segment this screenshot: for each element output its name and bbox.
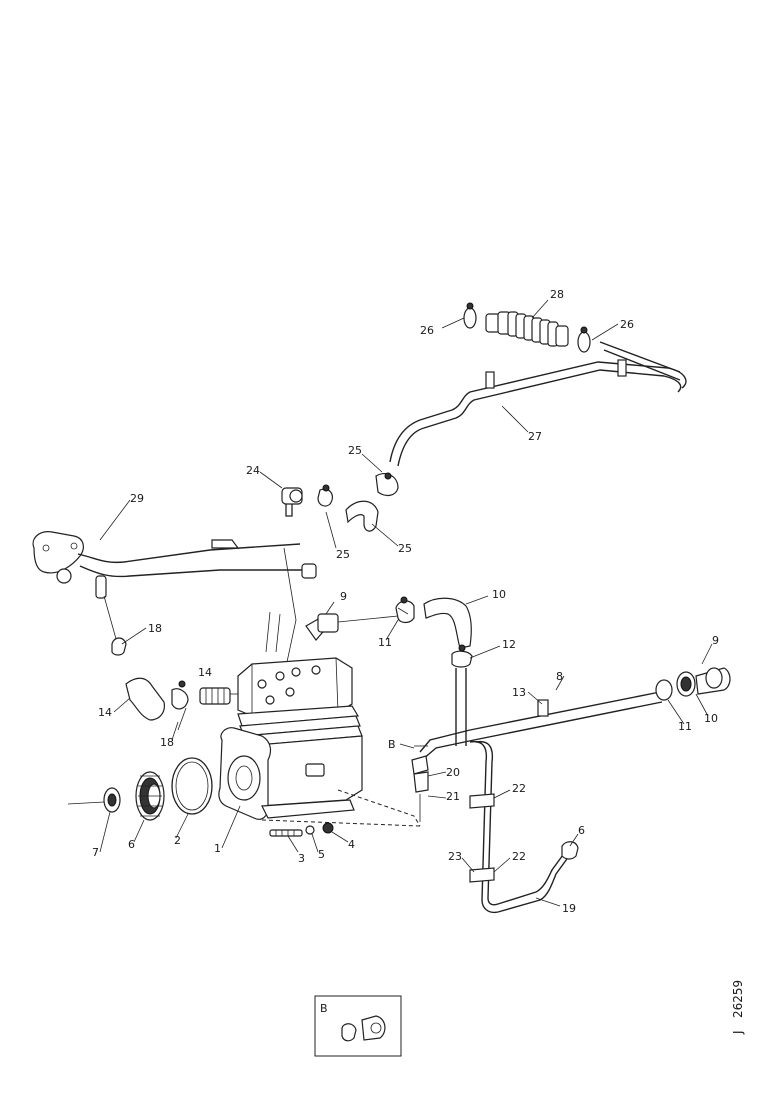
hose-17 [103,595,189,731]
callout-5: 5 [318,848,325,861]
callout-23: 23 [448,850,462,863]
callout-7: 7 [92,846,99,859]
fittings-9-10-11 [655,667,731,701]
callout-13: 10 [492,588,506,601]
callout-14: 12 [502,638,516,651]
callout-10: 10 [704,712,718,725]
callout-25: 25 [348,444,362,457]
callout-22: 22 [512,782,526,795]
detail-box-label: B [320,1002,328,1015]
callout-12: 9 [340,590,347,603]
hose-13 [395,596,473,746]
hose-clamp [577,326,591,353]
callout-18: 18 [160,736,174,749]
callout-labels: 28 26 26 27 25 24 25 25 29 9 10 11 12 18… [92,288,719,1015]
studs [269,822,334,837]
view-marker-b: B [388,738,396,751]
fitting-12 [305,613,399,641]
detail-box-b [314,995,402,1057]
callout-6: 6 [128,838,135,851]
callout-16: 14 [198,666,212,679]
callout-1: 1 [214,842,221,855]
callout-28: 28 [550,288,564,301]
callout-8: 8 [556,670,563,683]
callout-21: 21 [446,790,460,803]
gasket-2 [171,757,213,815]
callout-24: 24 [246,464,260,477]
callout-3: 3 [298,852,305,865]
callout-26: 26 [620,318,634,331]
hose-clamp [463,302,477,329]
callout-20: 20 [446,766,460,779]
callout-17: 14 [98,706,112,719]
leader-lines [99,299,713,907]
callout-29: 29 [130,492,144,505]
callout-15: 13 [512,686,526,699]
fitting-16 [199,687,244,705]
nut-7 [67,787,121,813]
callout-6: 6 [578,824,585,837]
callout-2: 2 [174,834,181,847]
upper-pipe-assembly [389,302,687,467]
callout-27: 27 [528,430,542,443]
drawing-id-prefix: J [731,1030,745,1035]
callout-4: 4 [348,838,355,851]
callout-9: 9 [712,634,719,647]
left-pipe-assembly [32,531,317,677]
callout-14: 11 [378,636,392,649]
bellows-hose [485,311,569,347]
fittings-20-21 [411,755,429,822]
drawing-id-number: 26259 [731,980,745,1018]
callout-25: 25 [336,548,350,561]
callout-11: 11 [678,720,692,733]
pipe-8 [414,691,663,761]
elbow-hose-group [281,472,399,532]
brake-line-19 [469,740,579,914]
callout-26: 26 [420,324,434,337]
callout-25: 25 [398,542,412,555]
drawing-id: J 26259 [731,980,745,1035]
callout-19: 19 [562,902,576,915]
compressor-body [218,657,421,827]
callout-22: 22 [512,850,526,863]
gear-6 [135,771,165,821]
callout-18: 18 [148,622,162,635]
